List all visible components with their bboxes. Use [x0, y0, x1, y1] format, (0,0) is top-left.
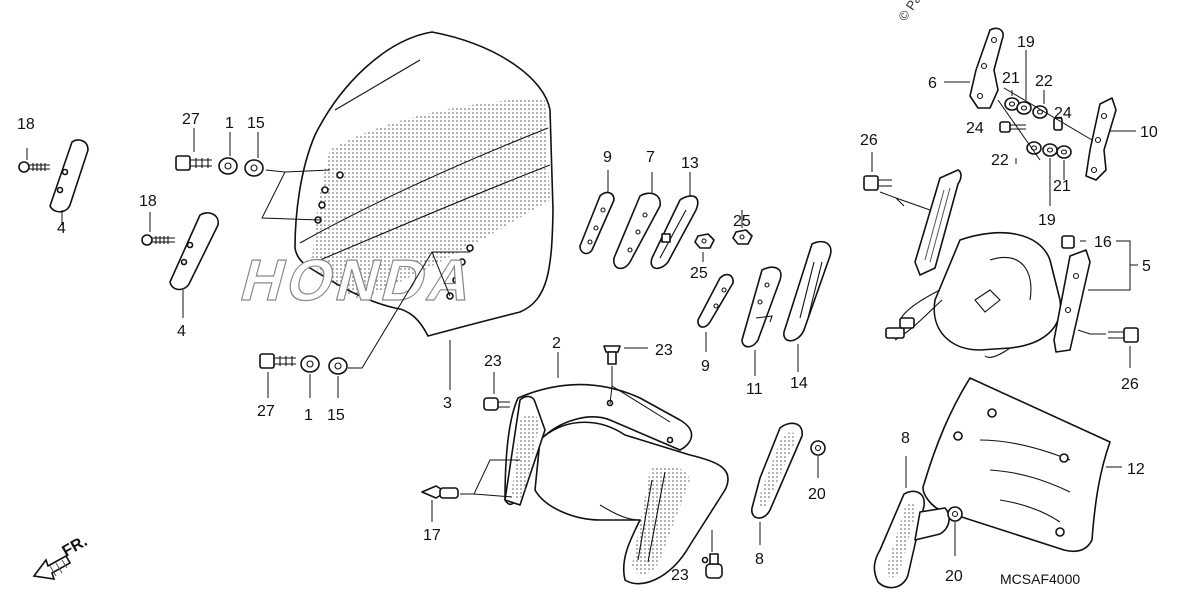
callout-23-bottom: 23 [671, 567, 689, 584]
trim-4-top [49, 139, 89, 213]
diagram-code: MCSAF4000 [1000, 571, 1080, 587]
callout-26-right: 26 [1121, 376, 1139, 393]
callout-7: 7 [646, 149, 655, 166]
callout-4-lower: 4 [177, 323, 186, 340]
callout-1-lower: 1 [304, 407, 313, 424]
callout-21-top: 21 [1002, 70, 1020, 87]
bracket-10 [1085, 97, 1117, 181]
callout-9-upper: 9 [603, 149, 612, 166]
trim-4-lower [169, 212, 219, 291]
callout-27-lower: 27 [257, 403, 275, 420]
callout-17: 17 [423, 527, 441, 544]
washer-21-lower [1056, 145, 1072, 159]
callout-9-lower: 9 [701, 358, 710, 375]
callout-20-right: 20 [945, 568, 963, 585]
callout-1-top: 1 [225, 115, 234, 132]
bolt-26-right [1108, 327, 1139, 343]
callout-16: 16 [1094, 234, 1112, 251]
bracket-8-right [873, 490, 950, 589]
honda-watermark-logo: HONDA [234, 248, 484, 313]
washer-1-top [218, 157, 238, 175]
callout-15-top: 15 [247, 115, 265, 132]
callout-8-center: 8 [755, 551, 764, 568]
grommet-15-top [244, 159, 264, 177]
bracket-9-upper [579, 191, 615, 255]
callout-22-top: 22 [1035, 73, 1053, 90]
callout-3: 3 [443, 395, 452, 412]
front-arrow-icon [32, 554, 72, 580]
callout-18-top: 18 [17, 116, 35, 133]
washer-20-center [810, 440, 826, 456]
bracket-7 [613, 192, 661, 270]
callout-19-lower: 19 [1038, 212, 1056, 229]
callout-22-lower: 22 [991, 152, 1009, 169]
callout-24-top: 24 [1054, 105, 1072, 122]
nut-25-lower [732, 229, 753, 245]
callout-23-top: 23 [655, 342, 673, 359]
callout-14: 14 [790, 375, 808, 392]
bracket-11 [741, 266, 782, 348]
callout-4-top: 4 [57, 220, 66, 237]
front-direction-indicator: FR. [32, 533, 90, 580]
callout-19-top: 19 [1017, 34, 1035, 51]
callout-24-left: 24 [966, 120, 984, 137]
callout-25-right: 25 [733, 213, 751, 230]
collar-16 [1061, 235, 1075, 249]
bolt-27-top [175, 155, 212, 171]
bracket-6 [969, 27, 1004, 109]
callout-12: 12 [1127, 461, 1145, 478]
meter-panel-cover-part [504, 383, 729, 585]
callout-13: 13 [681, 155, 699, 172]
washer-1-lower [300, 355, 320, 373]
bolt-24-left [999, 121, 1026, 133]
grommet-15-lower [328, 357, 348, 375]
bolt-27-lower [259, 353, 296, 369]
washer-19-lower [1042, 143, 1058, 157]
copyright-text: © Pa [895, 0, 924, 24]
bracket-13 [650, 195, 699, 270]
fastener-17 [421, 485, 459, 499]
bracket-8-center [751, 422, 803, 519]
callout-18-lower: 18 [139, 193, 157, 210]
callout-11: 11 [746, 381, 763, 398]
callout-25-left: 25 [690, 265, 708, 282]
washer-19-upper [1016, 101, 1032, 115]
callout-2: 2 [552, 335, 561, 352]
washer-20-right [947, 506, 963, 522]
clip-23-top [603, 345, 621, 365]
callout-23-left: 23 [484, 353, 502, 370]
screw-18-lower [141, 234, 175, 246]
bracket-9-lower [697, 273, 734, 328]
bolt-26-left [863, 175, 892, 191]
windscreen-part [294, 31, 554, 337]
callout-15-lower: 15 [327, 407, 345, 424]
screw-18-top [18, 161, 50, 173]
clip-23-bottom [705, 553, 723, 579]
clip-23-left [483, 397, 510, 411]
callout-8-right: 8 [901, 430, 910, 447]
washer-22-upper [1032, 105, 1048, 119]
bracket-14 [783, 240, 832, 342]
callout-20-center: 20 [808, 486, 826, 503]
panel-12 [922, 377, 1111, 553]
screen-adjuster-assembly [885, 169, 1091, 358]
callout-10: 10 [1140, 124, 1158, 141]
callout-5: 5 [1142, 258, 1151, 275]
callout-21-lower: 21 [1053, 178, 1071, 195]
callout-27-top: 27 [182, 111, 200, 128]
callout-6: 6 [928, 75, 937, 92]
callout-26-left: 26 [860, 132, 878, 149]
nut-25-upper [694, 233, 715, 249]
